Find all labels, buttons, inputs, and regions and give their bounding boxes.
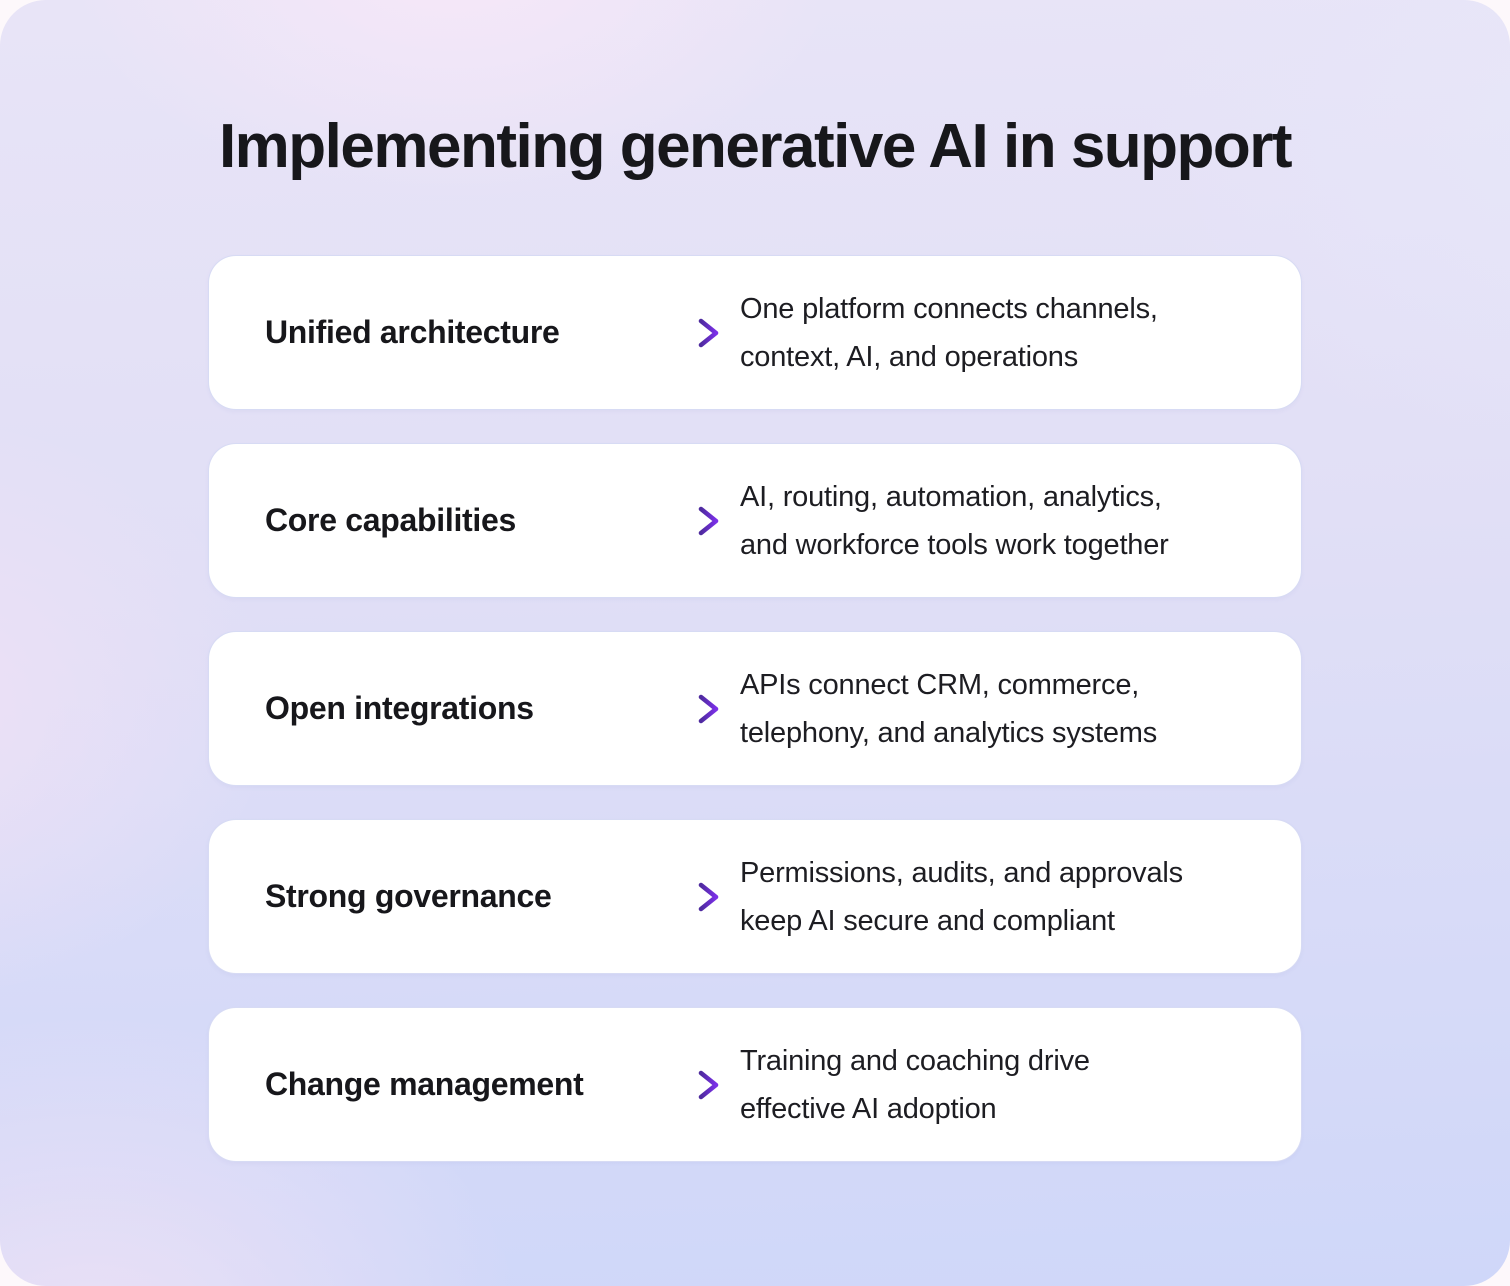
arrow-right-icon (650, 1069, 740, 1101)
card-change-management: Change management Training and coaching … (208, 1007, 1302, 1163)
card-title: Unified architecture (265, 314, 560, 351)
card-description: One platform connects channels, context,… (740, 292, 1158, 373)
card-description: Permissions, audits, and approvals keep … (740, 856, 1183, 937)
arrow-right-icon (650, 881, 740, 913)
arrow-right-icon (650, 317, 740, 349)
card-description: AI, routing, automation, analytics, and … (740, 480, 1169, 561)
card-unified-architecture: Unified architecture One platform connec… (208, 255, 1302, 411)
card-title: Open integrations (265, 690, 534, 727)
card-title: Change management (265, 1066, 584, 1103)
card-strong-governance: Strong governance Permissions, audits, a… (208, 819, 1302, 975)
card-title: Core capabilities (265, 502, 516, 539)
card-open-integrations: Open integrations APIs connect CRM, comm… (208, 631, 1302, 787)
card-core-capabilities: Core capabilities AI, routing, automatio… (208, 443, 1302, 599)
card-description: Training and coaching drive effective AI… (740, 1044, 1090, 1125)
arrow-right-icon (650, 505, 740, 537)
page-title: Implementing generative AI in support (218, 112, 1293, 181)
arrow-right-icon (650, 693, 740, 725)
card-title: Strong governance (265, 878, 552, 915)
cards-list: Unified architecture One platform connec… (208, 255, 1302, 1163)
card-description: APIs connect CRM, commerce, telephony, a… (740, 668, 1158, 749)
